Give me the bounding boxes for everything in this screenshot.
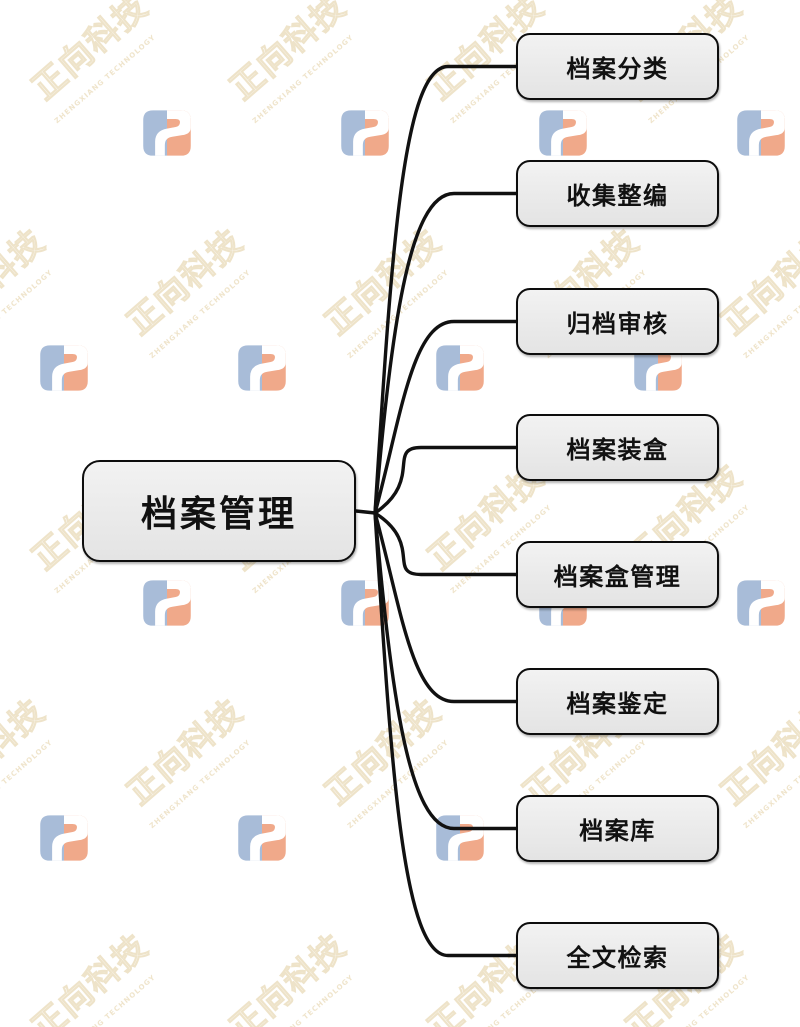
watermark-text: 正向科技	[24, 0, 156, 108]
branch-connector	[373, 445, 518, 515]
child-node[interactable]: 档案库	[516, 795, 719, 862]
watermark-logo	[140, 576, 194, 630]
watermark-subtext: ZHENGXIANG TECHNOLOGY	[53, 973, 158, 1027]
watermark-subtext: ZHENGXIANG TECHNOLOGY	[251, 33, 356, 126]
watermark-logo	[734, 576, 788, 630]
watermark-subtext: ZHENGXIANG TECHNOLOGY	[53, 33, 158, 126]
watermark-text: 正向科技	[713, 220, 800, 343]
branch-connector	[373, 511, 518, 577]
watermark-text: 正向科技	[222, 0, 354, 108]
watermark-text: 正向科技	[222, 925, 354, 1027]
root-node-label: 档案管理	[140, 494, 297, 535]
child-node-label: 归档审核	[566, 310, 669, 338]
child-node[interactable]: 档案鉴定	[516, 668, 719, 735]
branch-connector	[373, 511, 518, 958]
watermark-logo	[37, 341, 91, 395]
watermark-logo	[536, 106, 590, 160]
watermark-text: 正向科技	[0, 690, 53, 813]
watermark-subtext: ZHENGXIANG TECHNOLOGY	[148, 268, 253, 361]
child-node-label: 档案鉴定	[566, 690, 669, 718]
branch-connector	[373, 511, 518, 704]
watermark-logo	[734, 106, 788, 160]
watermark-subtext: ZHENGXIANG TECHNOLOGY	[251, 973, 356, 1027]
child-node-label: 收集整编	[566, 182, 669, 210]
child-node[interactable]: 归档审核	[516, 288, 719, 355]
branch-connector	[373, 319, 518, 515]
watermark-subtext: ZHENGXIANG TECHNOLOGY	[346, 268, 451, 361]
watermark-logo	[140, 106, 194, 160]
watermark-text: 正向科技	[119, 220, 251, 343]
child-node[interactable]: 全文检索	[516, 922, 719, 989]
child-node-label: 档案装盒	[566, 436, 669, 464]
watermark-subtext: ZHENGXIANG TECHNOLOGY	[0, 738, 55, 831]
watermark-text: 正向科技	[0, 220, 53, 343]
root-node[interactable]: 档案管理	[82, 460, 356, 562]
child-node-label: 档案库	[579, 817, 656, 845]
watermark-logo	[37, 811, 91, 865]
branch-connector	[373, 191, 518, 515]
watermark-logo	[433, 811, 487, 865]
branch-connector	[373, 511, 518, 831]
watermark-subtext: ZHENGXIANG TECHNOLOGY	[742, 738, 800, 831]
child-node[interactable]: 收集整编	[516, 160, 719, 227]
root-stub-connector	[354, 509, 377, 515]
watermark-subtext: ZHENGXIANG TECHNOLOGY	[742, 268, 800, 361]
watermark-text: 正向科技	[713, 690, 800, 813]
child-node-label: 档案盒管理	[553, 563, 682, 591]
child-node-label: 档案分类	[566, 55, 669, 83]
watermark-subtext: ZHENGXIANG TECHNOLOGY	[148, 738, 253, 831]
watermark-logo	[235, 811, 289, 865]
watermark-text: 正向科技	[317, 690, 449, 813]
watermark-text: 正向科技	[24, 925, 156, 1027]
watermark-text: 正向科技	[119, 690, 251, 813]
watermark-logo	[338, 576, 392, 630]
child-node[interactable]: 档案盒管理	[516, 541, 719, 608]
watermark-logo	[433, 341, 487, 395]
watermark-text: 正向科技	[317, 220, 449, 343]
watermark-subtext: ZHENGXIANG TECHNOLOGY	[0, 268, 55, 361]
child-node[interactable]: 档案装盒	[516, 414, 719, 481]
child-node-label: 全文检索	[566, 944, 669, 972]
child-node[interactable]: 档案分类	[516, 33, 719, 100]
branch-connector	[373, 64, 518, 515]
watermark-subtext: ZHENGXIANG TECHNOLOGY	[346, 738, 451, 831]
watermark-logo	[338, 106, 392, 160]
watermark-logo	[235, 341, 289, 395]
